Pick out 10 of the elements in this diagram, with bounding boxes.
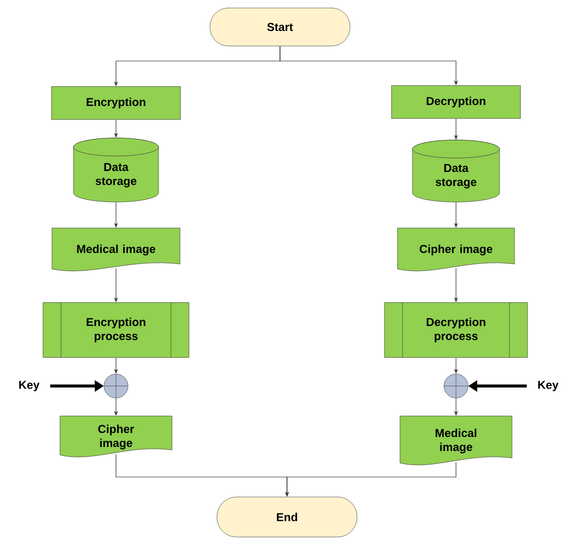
process-box: Decryption	[391, 85, 521, 119]
process-box: Encryption	[51, 86, 181, 120]
database-cylinder: Data storage	[412, 140, 500, 202]
key-label: Key	[19, 380, 40, 392]
predefined-process-box: Decryption process	[384, 302, 528, 358]
key-label: Key	[538, 380, 558, 392]
xor-circle	[444, 374, 468, 398]
database-cylinder: Data storage	[73, 138, 159, 202]
predefined-process-box: Encryption process	[42, 302, 190, 358]
xor-circle	[104, 374, 128, 398]
